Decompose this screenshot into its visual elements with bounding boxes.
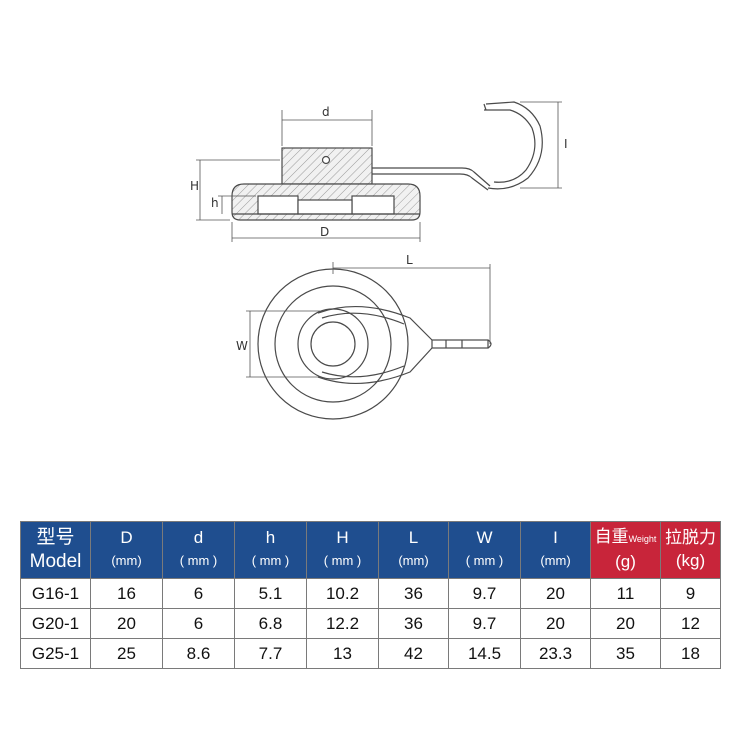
header-h: h ( mm ) (234, 521, 307, 579)
header-H: H ( mm ) (306, 521, 379, 579)
cell-D: 16 (90, 578, 163, 609)
table-row: G25-1 25 8.6 7.7 13 42 14.5 23.3 35 18 (20, 638, 721, 669)
cell-h: 6.8 (234, 608, 307, 639)
side-view-dimensions (196, 101, 562, 242)
cell-I: 23.3 (520, 638, 591, 669)
cell-model: G16-1 (20, 578, 91, 609)
header-pull-force: 拉脱力 (kg) (660, 521, 721, 579)
cell-weight: 11 (590, 578, 661, 609)
cell-pull-force: 18 (660, 638, 721, 669)
table-row: G16-1 16 6 5.1 10.2 36 9.7 20 11 9 (20, 578, 721, 609)
cell-pull-force: 12 (660, 608, 721, 639)
cell-W: 9.7 (448, 578, 521, 609)
header-model: 型号 Model (20, 521, 91, 579)
cell-W: 9.7 (448, 608, 521, 639)
cell-L: 36 (378, 578, 449, 609)
label-H: H (190, 179, 199, 193)
table-row: G20-1 20 6 6.8 12.2 36 9.7 20 20 12 (20, 608, 721, 639)
cell-I: 20 (520, 578, 591, 609)
header-D: D (mm) (90, 521, 163, 579)
cell-d: 6 (162, 578, 235, 609)
spec-table-header-row: 型号 Model D (mm) d ( mm ) h ( mm ) H ( mm… (20, 521, 721, 579)
label-L: L (406, 253, 413, 267)
cell-pull-force: 9 (660, 578, 721, 609)
spec-table: 型号 Model D (mm) d ( mm ) h ( mm ) H ( mm… (20, 521, 721, 669)
label-h: h (211, 196, 219, 210)
cell-H: 10.2 (306, 578, 379, 609)
cell-d: 6 (162, 608, 235, 639)
technical-drawing: d H h D I L W (190, 101, 568, 420)
side-view (231, 101, 543, 221)
cell-H: 12.2 (306, 608, 379, 639)
header-I: I (mm) (520, 521, 591, 579)
cell-H: 13 (306, 638, 379, 669)
cell-L: 42 (378, 638, 449, 669)
top-view (257, 268, 492, 420)
header-W: W ( mm ) (448, 521, 521, 579)
cell-W: 14.5 (448, 638, 521, 669)
label-I: I (564, 137, 568, 151)
label-d: d (322, 105, 330, 119)
cell-model: G20-1 (20, 608, 91, 639)
cell-L: 36 (378, 608, 449, 639)
label-W: W (236, 339, 248, 353)
cell-d: 8.6 (162, 638, 235, 669)
cell-h: 7.7 (234, 638, 307, 669)
header-d: d ( mm ) (162, 521, 235, 579)
header-weight: 自重Weight (g) (590, 521, 661, 579)
cell-model: G25-1 (20, 638, 91, 669)
label-D: D (320, 225, 329, 239)
cell-D: 20 (90, 608, 163, 639)
cell-D: 25 (90, 638, 163, 669)
top-view-dimensions (246, 262, 491, 378)
cell-weight: 20 (590, 608, 661, 639)
cell-h: 5.1 (234, 578, 307, 609)
cell-weight: 35 (590, 638, 661, 669)
cell-I: 20 (520, 608, 591, 639)
header-L: L (mm) (378, 521, 449, 579)
